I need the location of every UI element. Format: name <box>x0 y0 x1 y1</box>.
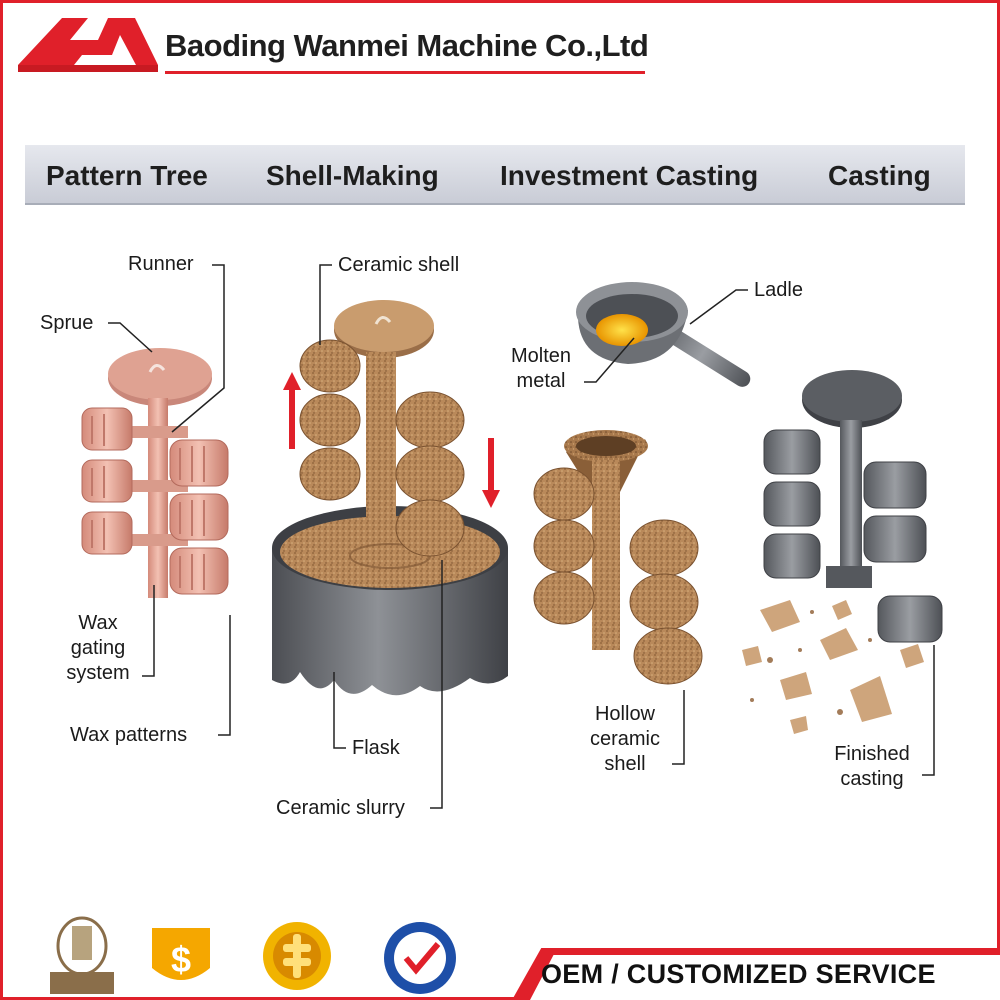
label-flask: Flask <box>352 737 400 759</box>
label-runner: Runner <box>128 253 194 275</box>
dollar-shield-icon: $ <box>152 928 210 980</box>
stage-investment-casting: Investment Casting <box>500 160 759 191</box>
coin-badge-icon <box>263 922 331 990</box>
company-name: Baoding Wanmei Machine Co.,Ltd <box>165 28 649 63</box>
label-ladle: Ladle <box>754 279 803 301</box>
label-wax-gating-system: Wax gating system <box>66 612 130 684</box>
oem-banner-inner <box>530 955 1000 1000</box>
label-molten-metal: Molten metal <box>510 345 572 392</box>
label-wax-patterns: Wax patterns <box>70 724 188 746</box>
company-logo <box>18 18 158 72</box>
leader-lines-pattern <box>108 264 231 736</box>
leader-lines-shell <box>319 264 443 809</box>
label-ceramic-slurry: Ceramic slurry <box>276 797 405 819</box>
svg-text:$: $ <box>171 939 191 980</box>
ladle <box>576 282 751 387</box>
label-hollow-ceramic-shell: Hollow ceramic shell <box>589 703 660 775</box>
down-arrow <box>482 438 500 508</box>
wax-pattern-tree <box>81 348 229 598</box>
stage-bar <box>25 145 965 205</box>
leader-lines-casting <box>922 645 935 776</box>
company-underline <box>165 71 645 74</box>
oem-service-text: OEM / CUSTOMIZED SERVICE <box>541 959 936 989</box>
up-arrow <box>283 372 301 449</box>
label-sprue: Sprue <box>40 312 94 334</box>
label-ceramic-shell: Ceramic shell <box>338 254 460 276</box>
bureau-veritas-logo <box>50 916 114 994</box>
stage-pattern-tree: Pattern Tree <box>46 160 208 191</box>
ceramic-shell-tree <box>299 300 465 557</box>
shell-fragments <box>742 600 924 734</box>
stage-shell-making: Shell-Making <box>266 160 439 191</box>
label-finished-casting: Finished casting <box>834 743 910 790</box>
supplier-assessment-seal-icon <box>384 922 456 994</box>
hollow-ceramic-shell <box>533 430 703 685</box>
stage-casting: Casting <box>828 160 931 191</box>
finished-casting <box>763 370 943 643</box>
leader-lines-invest <box>584 289 748 765</box>
